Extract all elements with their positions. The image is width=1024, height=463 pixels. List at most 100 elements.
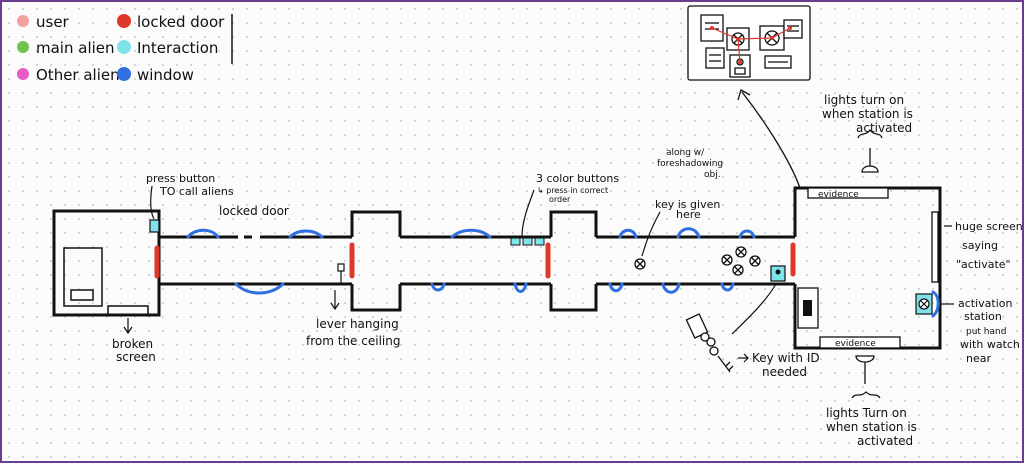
along-label-3: obj.	[704, 170, 721, 180]
activation-label-3: put hand	[966, 327, 1006, 337]
alien-marker-3	[749, 255, 761, 267]
along-label-1: along w/	[666, 148, 705, 158]
legend-swatch-main-alien	[17, 41, 29, 53]
broken-screen-label-2: screen	[116, 350, 156, 364]
broken-screen-label-1: broken	[112, 337, 153, 351]
lights-bottom-label-1: lights Turn on	[826, 406, 907, 420]
call-aliens-button	[149, 219, 160, 233]
markers	[634, 246, 761, 276]
window-4	[450, 228, 492, 239]
color-button-1	[510, 237, 521, 246]
start-room-details	[63, 247, 149, 316]
color-buttons-label-1: 3 color buttons	[536, 172, 619, 185]
final-room-desk-panel	[803, 300, 812, 316]
window-5	[430, 282, 446, 292]
lights-bottom-brace	[851, 391, 881, 399]
legend-locked-door-label: locked door	[137, 13, 225, 31]
legend-window-label: window	[137, 66, 194, 84]
alien-marker-2	[721, 254, 733, 266]
huge-screen-label-3: "activate"	[956, 258, 1011, 271]
inset-pins	[710, 26, 792, 64]
activation-label-5: near	[966, 352, 991, 365]
lights-top-brace	[857, 128, 883, 139]
inset-arrow	[737, 89, 801, 189]
evidence-label-bottom: evidence	[835, 339, 876, 349]
color-button-2	[522, 237, 533, 246]
key-with-id-icon	[685, 313, 734, 373]
window-12	[720, 282, 735, 292]
corridor-3	[596, 235, 795, 286]
press-button-label: press button	[146, 172, 215, 185]
legend-swatch-window	[117, 67, 131, 81]
modem-bed	[63, 247, 103, 307]
window-2	[288, 229, 324, 239]
legend-other-aliens-label: Other aliens	[36, 66, 128, 84]
middle-room-1	[350, 210, 402, 312]
along-label-2: foreshadowing	[657, 159, 723, 169]
key-given-label-1: key is given	[655, 198, 720, 211]
key-given-label-2: here	[676, 208, 701, 221]
color-buttons-label-2: ↳ press in correct	[537, 186, 608, 195]
window-13	[931, 290, 940, 318]
window-7	[618, 228, 638, 239]
activation-label-4: with watch	[960, 338, 1020, 351]
press-button-arrow	[150, 185, 155, 220]
windows	[186, 227, 940, 318]
evidence-board-bottom	[819, 336, 901, 349]
window-6	[513, 282, 528, 293]
window-3	[234, 282, 285, 295]
final-room	[793, 186, 942, 350]
lights-top-label-2: when station is	[822, 107, 913, 121]
light-top-icon	[861, 148, 879, 173]
alien-marker-4	[732, 264, 744, 276]
evidence-label-top: evidence	[818, 190, 859, 200]
evidence-board-top	[807, 187, 889, 199]
key-id-label-2: needed	[762, 365, 807, 379]
huge-screen	[931, 211, 939, 283]
broken-screen	[107, 305, 149, 316]
lights-top-label-1: lights turn on	[824, 93, 904, 107]
huge-screen-label-2: saying	[962, 239, 998, 252]
lever-label-1: lever hanging	[316, 317, 399, 331]
lights-bottom-label-2: when station is	[826, 420, 917, 434]
call-aliens-label: TO call aliens	[159, 185, 234, 198]
light-bottom-icon	[855, 355, 875, 384]
color-buttons-label-3: order	[549, 195, 571, 204]
color-button-3	[534, 237, 545, 246]
color-buttons	[510, 237, 545, 246]
color-buttons-arrow	[521, 189, 535, 237]
broken-screen-arrow	[123, 318, 133, 335]
legend-swatch-locked-door	[117, 14, 131, 28]
foreshadow-object-marker	[634, 258, 646, 270]
lights-bottom-label-3: activated	[857, 434, 913, 448]
inset-note-5	[705, 47, 725, 69]
key-given-arrow	[641, 211, 661, 257]
locked-door-label: locked door	[219, 204, 289, 218]
legend-interaction-label: Interaction	[137, 39, 218, 57]
window-11	[661, 282, 681, 294]
lever-arrow	[330, 290, 340, 311]
key-id-label-1: Key with ID	[752, 351, 820, 365]
window-9	[738, 229, 756, 239]
locked-doors	[154, 242, 796, 279]
window-1	[186, 228, 220, 239]
evidence-board-inset	[687, 5, 811, 81]
activation-label-2: station	[964, 310, 1002, 323]
lever-label-2: from the ceiling	[306, 334, 400, 348]
activation-label-1: activation	[958, 297, 1013, 310]
legend-main-alien-label: main alien	[36, 39, 115, 57]
legend-swatch-user	[17, 15, 29, 27]
keyhole-icon	[775, 269, 781, 275]
key-lock-arrow	[731, 283, 777, 335]
corridor-1	[159, 235, 352, 286]
middle-room-2	[549, 210, 598, 312]
legend: user main alien Other aliens locked door…	[17, 13, 233, 84]
start-room	[52, 209, 161, 317]
huge-screen-label-1: huge screen	[955, 220, 1023, 233]
legend-swatch-interaction	[117, 40, 131, 54]
lights-top-label-3: activated	[856, 121, 912, 135]
activation-x-mark	[920, 300, 928, 308]
lever-handle	[337, 263, 345, 272]
